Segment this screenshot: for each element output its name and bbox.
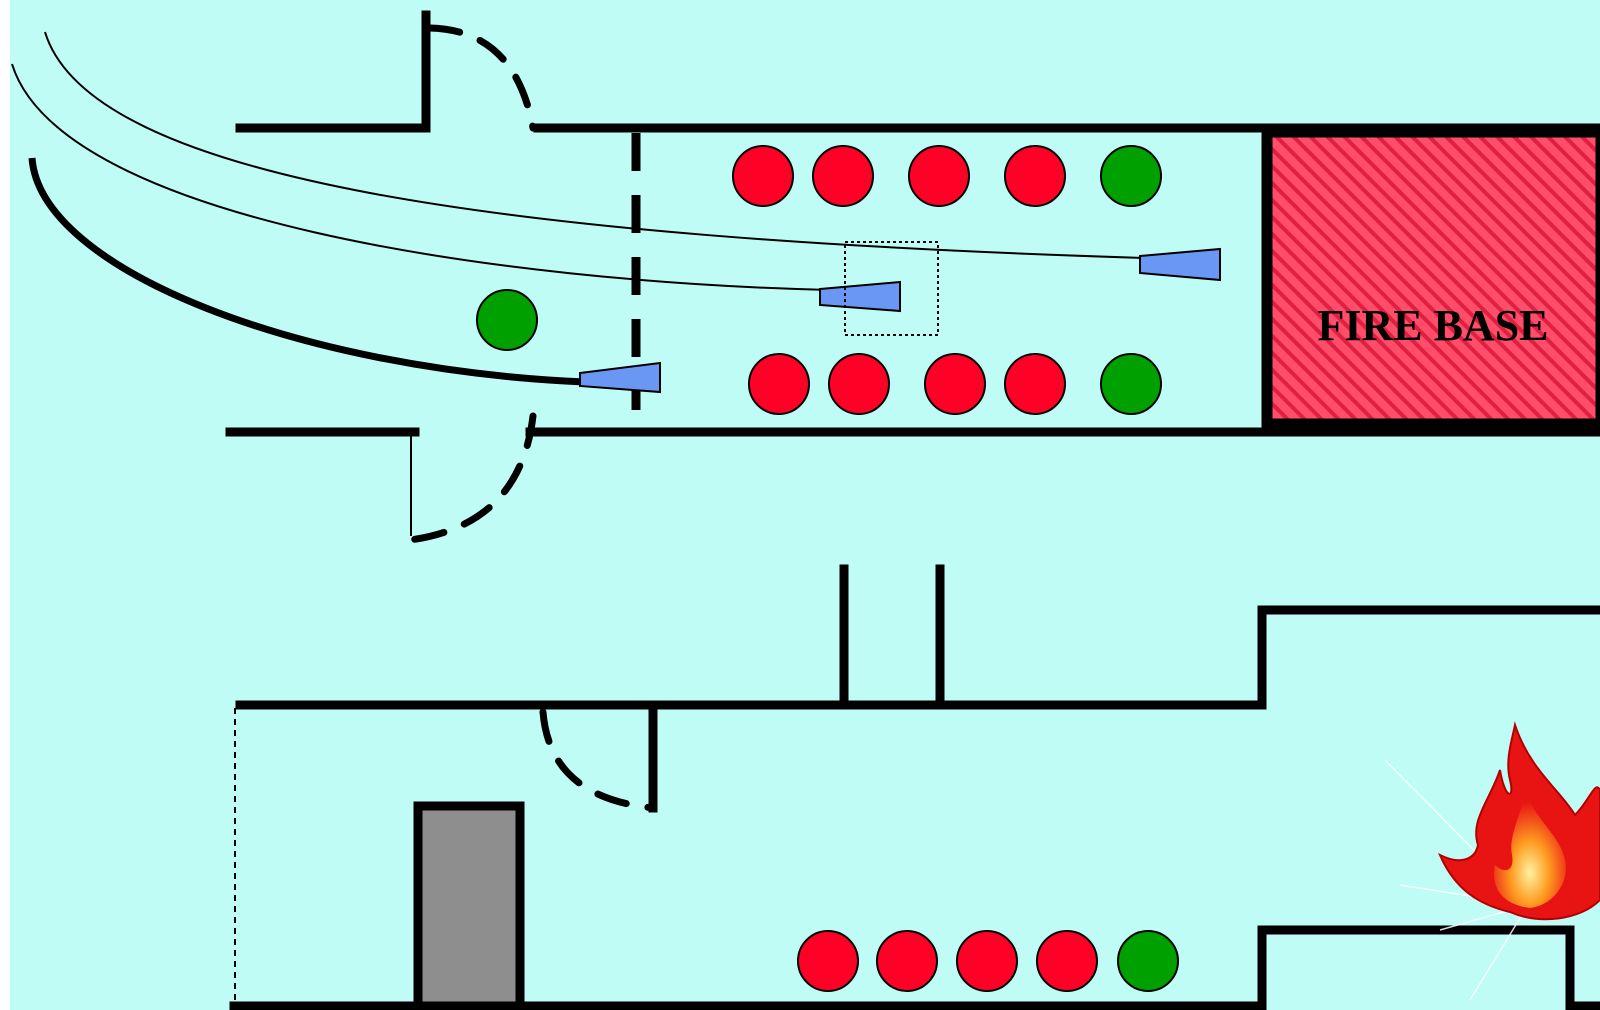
firefighter-marker-icon	[924, 353, 986, 415]
hose-nozzles	[579, 247, 1221, 394]
hose-nozzle-icon	[579, 361, 661, 394]
firefighter-marker-icon	[1004, 145, 1066, 207]
fire-base-label: FIRE BASE	[1317, 301, 1548, 350]
lower-corridor-bottom-wall	[229, 925, 1600, 1010]
upper-door-swing-bottom	[406, 412, 537, 544]
firefighter-marker-icon	[1004, 353, 1066, 415]
firefighter-marker-icon	[812, 145, 874, 207]
hose-lines	[11, 31, 1146, 386]
firefighter-marker-icon	[908, 145, 970, 207]
firefighter-marker-icon	[1117, 930, 1179, 992]
hose-line-1	[44, 31, 1146, 259]
firefighter-marker-icon	[1100, 353, 1162, 415]
firefighter-marker-icon	[797, 930, 859, 992]
firefighter-marker-icon	[1036, 930, 1098, 992]
hose-line-3	[28, 157, 586, 386]
lower-door-swing	[539, 708, 658, 812]
outside-standby-firefighter	[476, 289, 538, 351]
hose-nozzle-icon	[1139, 247, 1221, 282]
lower-corridor-row	[797, 930, 1179, 992]
firefighter-marker-icon	[876, 930, 938, 992]
lower-corridor-walls	[229, 564, 1600, 1010]
upper-door-swing-top	[426, 24, 537, 132]
firefighter-marker-icon	[956, 930, 1018, 992]
firefighter-marker-icon	[732, 145, 794, 207]
hose-nozzle-icon	[819, 280, 901, 313]
dotted-focus-box	[844, 241, 939, 336]
upper-corridor-top-row	[732, 145, 1162, 207]
fire-base-area	[1263, 128, 1600, 428]
grey-door-block	[413, 801, 525, 1010]
flame-icon	[1384, 721, 1600, 1001]
upper-corridor-top-wall-left	[235, 10, 431, 133]
door-swings	[406, 24, 658, 812]
hose-line-2	[11, 63, 831, 291]
lower-corridor-top-wall	[235, 605, 1600, 710]
upper-corridor-bottom-row	[748, 353, 1162, 415]
firefighter-marker-icon	[828, 353, 890, 415]
firefighter-marker-icon	[748, 353, 810, 415]
firefighter-marker-icon	[1100, 145, 1162, 207]
